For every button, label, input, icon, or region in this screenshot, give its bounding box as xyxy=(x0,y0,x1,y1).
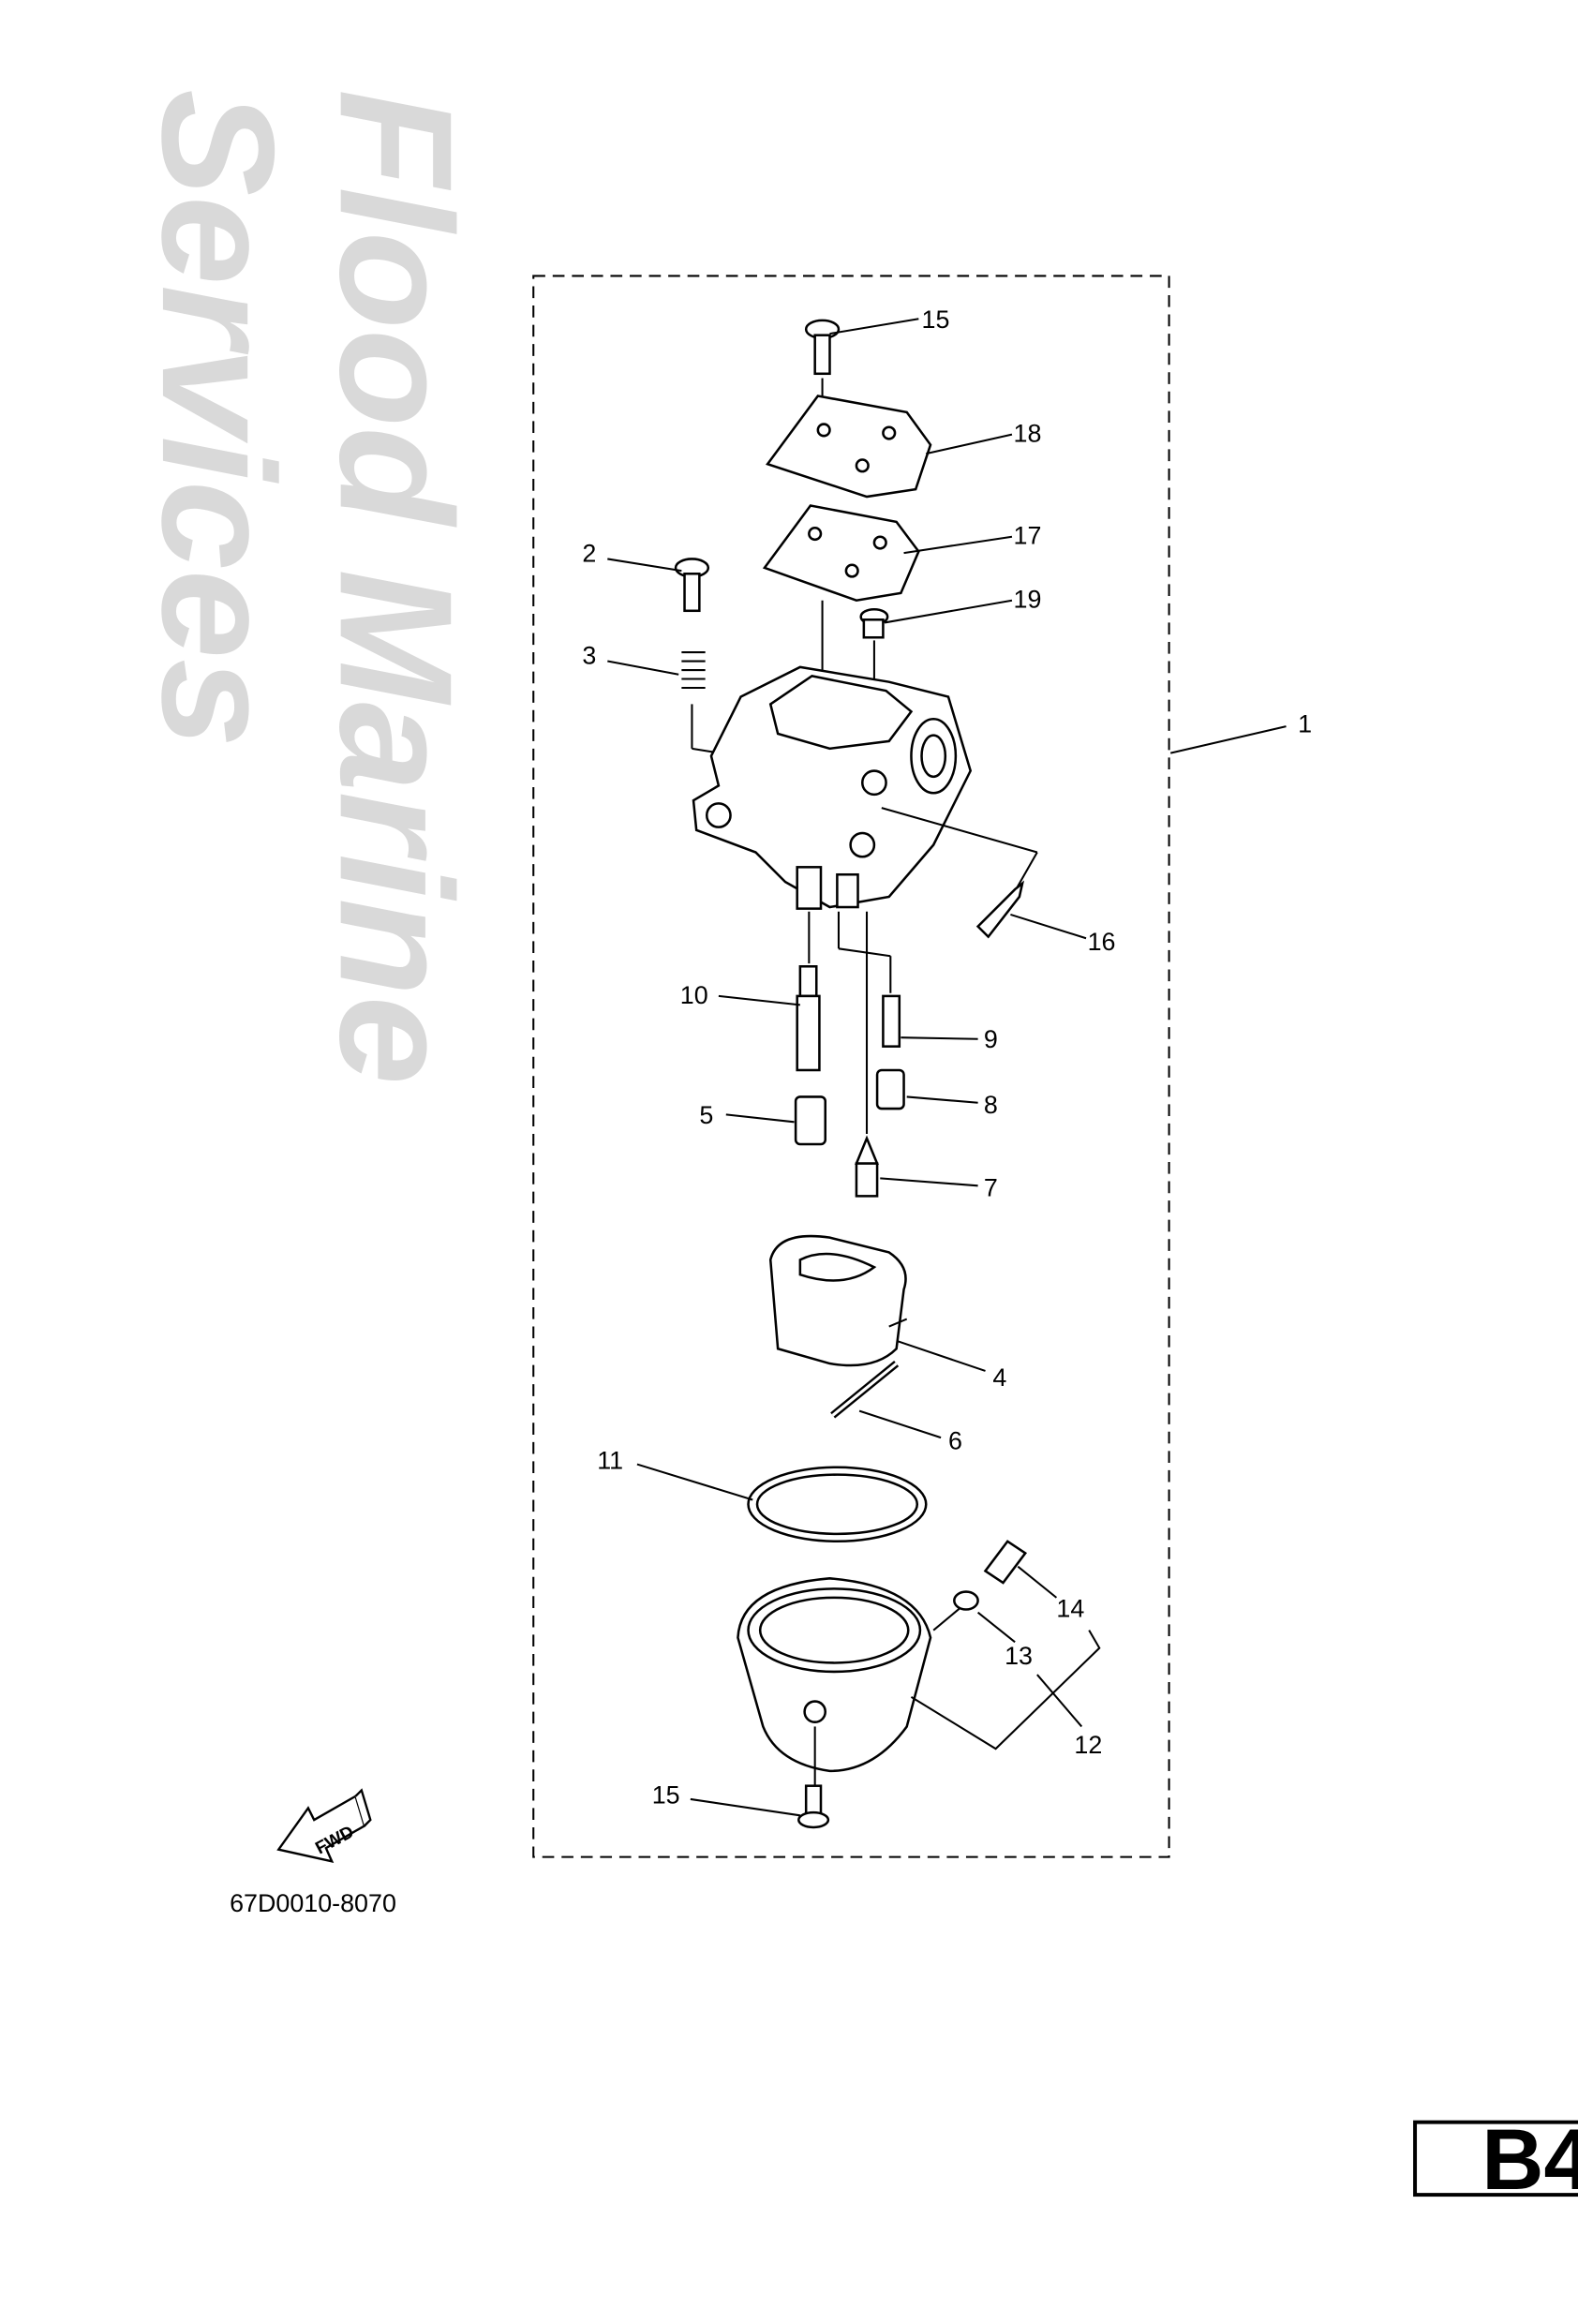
part-cover-plate xyxy=(766,395,932,499)
part-jet-5 xyxy=(794,1095,827,1146)
watermark: Flood MarineServices xyxy=(128,89,485,1085)
part-oring-11 xyxy=(747,1466,928,1543)
callout-12: 12 xyxy=(1074,1731,1102,1759)
part-needle-valve-7 xyxy=(855,1135,879,1198)
callout-8: 8 xyxy=(984,1091,998,1119)
part-screw-2 xyxy=(674,558,710,613)
callout-17: 17 xyxy=(1014,522,1042,550)
callout-5: 5 xyxy=(699,1101,713,1129)
part-screw-top xyxy=(804,319,841,423)
page-label: B4 xyxy=(1481,2112,1578,2208)
part-carburetor-body xyxy=(692,665,1038,1134)
part-drain-screw-14 xyxy=(983,1540,1028,1585)
fwd-arrow-icon: FWD xyxy=(276,1788,372,1864)
callout-19: 19 xyxy=(1014,586,1042,614)
part-gasket xyxy=(762,504,920,682)
part-plug xyxy=(859,607,889,697)
part-screw-bottom xyxy=(797,1784,830,1829)
callout-14: 14 xyxy=(1056,1594,1084,1622)
callout-1: 1 xyxy=(1298,709,1312,737)
callout-15-bottom: 15 xyxy=(652,1781,680,1810)
callout-9: 9 xyxy=(984,1025,998,1053)
diagram-code: 67D0010-8070 xyxy=(230,1889,396,1917)
page-label-box xyxy=(1413,2120,1578,2197)
callout-16: 16 xyxy=(1088,928,1116,956)
callout-18: 18 xyxy=(1014,420,1042,448)
callout-11: 11 xyxy=(597,1446,623,1474)
part-pin-6 xyxy=(830,1360,900,1419)
part-needle-16 xyxy=(975,880,1025,939)
part-float-4 xyxy=(768,1234,908,1367)
part-jet-10 xyxy=(796,965,821,1072)
callout-13: 13 xyxy=(1005,1642,1033,1670)
callout-7: 7 xyxy=(984,1173,998,1201)
watermark-line: Flood Marine xyxy=(306,89,485,1085)
callout-4: 4 xyxy=(992,1363,1006,1392)
part-float-bowl-12 xyxy=(737,1577,932,1786)
watermark-line: Services xyxy=(128,89,307,748)
leader-lines xyxy=(607,318,1287,1817)
part-jet-9 xyxy=(882,994,901,1048)
callout-6: 6 xyxy=(948,1427,962,1455)
callout-15-top: 15 xyxy=(922,305,950,334)
part-washer-13 xyxy=(953,1590,979,1611)
part-jet-8 xyxy=(875,1068,905,1110)
assembly-boundary xyxy=(532,275,1170,1858)
callout-3: 3 xyxy=(582,642,596,670)
callout-2: 2 xyxy=(582,540,596,568)
callout-10: 10 xyxy=(680,981,708,1009)
